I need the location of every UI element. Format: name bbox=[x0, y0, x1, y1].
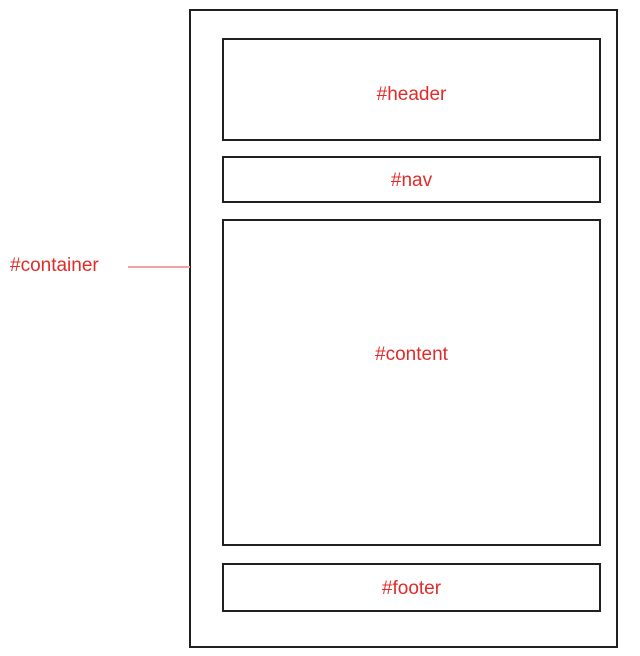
container-box: #header #nav #content #footer bbox=[189, 9, 618, 648]
container-callout-label: #container bbox=[10, 255, 99, 276]
container-leader-line bbox=[128, 266, 190, 268]
footer-region-box: #footer bbox=[222, 563, 601, 612]
content-region-label: #content bbox=[375, 344, 448, 365]
nav-region-box: #nav bbox=[222, 156, 601, 203]
nav-region-label: #nav bbox=[390, 170, 433, 191]
footer-region-label: #footer bbox=[381, 578, 442, 599]
header-region-label: #header bbox=[376, 84, 447, 105]
content-region-box: #content bbox=[222, 219, 601, 546]
header-region-box: #header bbox=[222, 38, 601, 141]
